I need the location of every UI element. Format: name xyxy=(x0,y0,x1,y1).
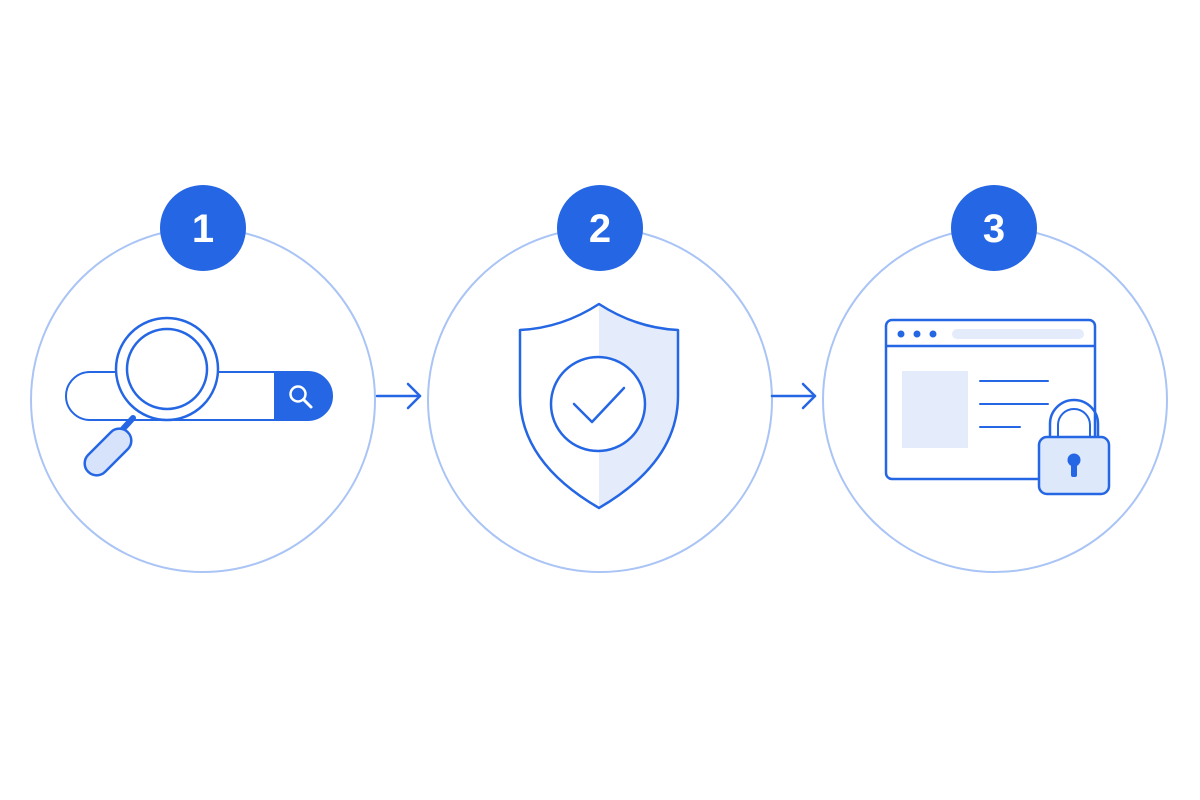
search-icon xyxy=(289,385,313,409)
step-2-badge: 2 xyxy=(557,185,643,271)
check-icon xyxy=(572,386,626,424)
step-3: 3 xyxy=(822,185,1168,573)
search-button-shape xyxy=(274,372,332,420)
arrow-right-icon xyxy=(770,382,817,410)
step-2-number: 2 xyxy=(589,207,611,251)
check-circle xyxy=(549,355,647,453)
step-1: 1 xyxy=(30,185,376,573)
step-2: 2 xyxy=(427,185,773,573)
address-bar xyxy=(952,329,1084,339)
step-1-badge: 1 xyxy=(160,185,246,271)
step-1-number: 1 xyxy=(192,207,214,251)
lock-icon xyxy=(1037,398,1111,496)
shield-outline xyxy=(518,302,680,510)
step-3-number: 3 xyxy=(983,207,1005,251)
magnifier-handle xyxy=(83,415,136,477)
secure-browser-lock-icon xyxy=(884,318,1111,496)
search-bar-magnifier-icon xyxy=(65,316,333,477)
keyhole xyxy=(1067,453,1081,467)
arrow-right-icon xyxy=(375,382,422,410)
magnifier-lens xyxy=(114,316,220,422)
shield-check-icon xyxy=(518,302,680,510)
step-3-badge: 3 xyxy=(951,185,1037,271)
content-block xyxy=(902,371,968,448)
